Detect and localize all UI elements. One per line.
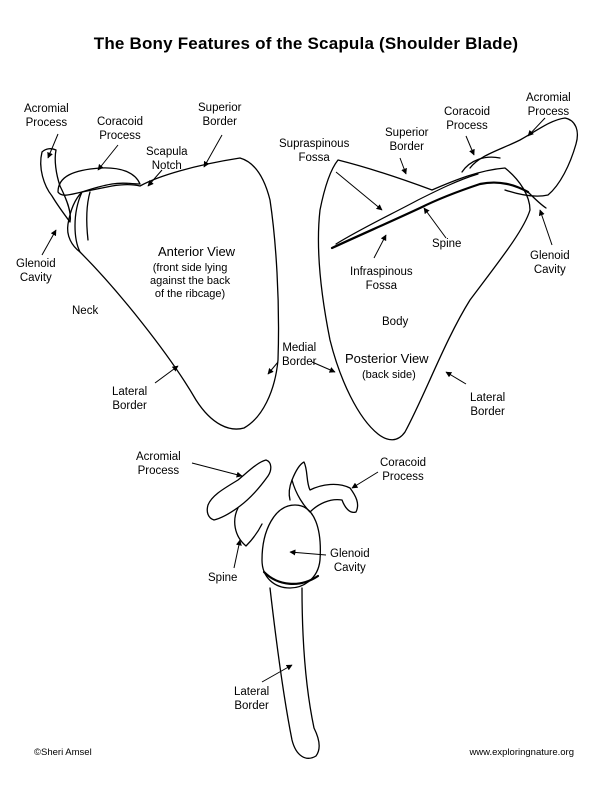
website-text: www.exploringnature.org [469,747,574,758]
posterior-superior-border-label: Superior Border [385,127,429,153]
anterior-glenoid-outline [66,191,83,253]
anterior-acromial-process-label: Acromial Process [24,103,69,129]
credit-text: ©Sheri Amsel [34,747,92,758]
medial-border-label: Medial Border [282,342,317,368]
anterior-coracoid-outline [57,167,141,196]
anterior-lateral-border-label: Lateral Border [112,386,148,412]
infraspinous-fossa-label: Infraspinous Fossa [350,266,413,292]
lateral-coracoid-outline [291,461,359,514]
posterior-view-description: (back side) [362,369,416,381]
posterior-lateral-border-label: Lateral Border [470,392,506,418]
lateral-glenoid-outline [261,504,321,589]
posterior-scapula-outline [317,159,531,441]
posterior-spine-ridge [330,181,530,250]
anterior-view-description: (front side lying against the back of th… [150,262,231,300]
anterior-superior-border-label: Superior Border [198,102,242,128]
supraspinous-fossa-label: Supraspinous Fossa [279,138,350,164]
neck-label: Neck [72,305,99,317]
lateral-border-shaft [269,587,320,759]
anterior-acromion-outline [40,148,72,223]
anterior-view-title: Anterior View [158,244,236,259]
anterior-glenoid-cavity-label: Glenoid Cavity [16,258,56,284]
posterior-acromial-process-label: Acromial Process [526,92,571,118]
scapula-notch-label: Scapula Notch [146,146,188,172]
anterior-scapula-outline [74,157,280,430]
lateral-coracoid-process-label: Coracoid Process [380,457,427,483]
body-label: Body [382,316,409,328]
posterior-acromion-outline [469,117,579,197]
lateral-spine-label: Spine [208,572,238,584]
posterior-glenoid-cavity-label: Glenoid Cavity [530,250,570,276]
lateral-view-lateral-border-label: Lateral Border [234,686,270,712]
posterior-coracoid-process-label: Coracoid Process [444,106,491,132]
spine-label: Spine [432,238,462,250]
anterior-coracoid-process-label: Coracoid Process [97,116,144,142]
lateral-acromion-outline [206,459,272,521]
posterior-view-title: Posterior View [345,351,429,366]
lateral-acromial-process-label: Acromial Process [136,451,181,477]
page-title: The Bony Features of the Scapula (Should… [93,34,519,53]
lateral-glenoid-cavity-label: Glenoid Cavity [330,548,370,574]
